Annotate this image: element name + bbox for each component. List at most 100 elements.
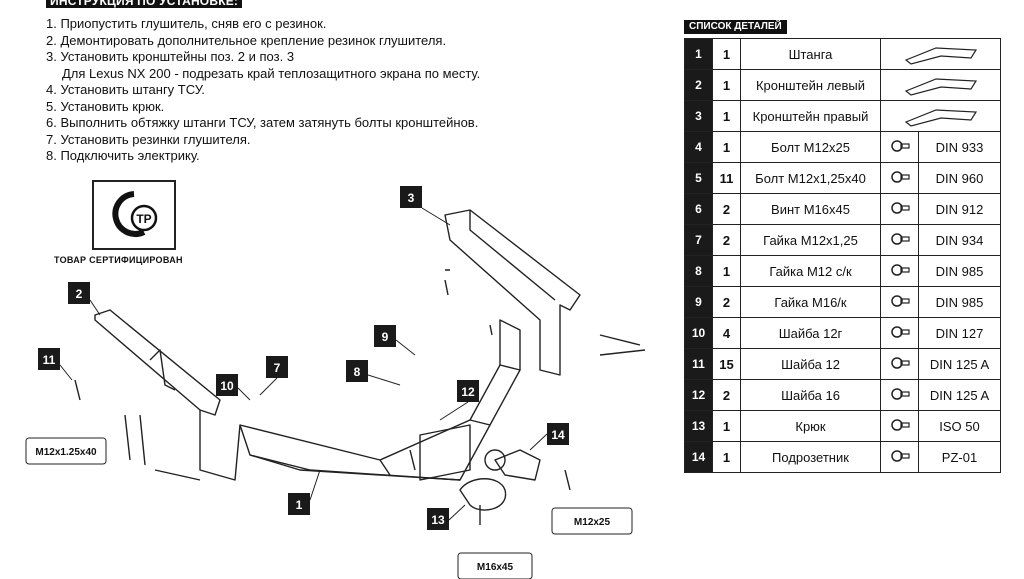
callout-10: 10 bbox=[216, 374, 238, 396]
part-name: Кронштейн левый bbox=[740, 69, 881, 101]
part-standard: DIN 127 bbox=[918, 317, 1001, 349]
part-quantity: 1 bbox=[712, 131, 741, 163]
instruction-step: 3. Установить кронштейны поз. 2 и поз. 3 bbox=[46, 49, 295, 64]
part-standard: DIN 125 A bbox=[918, 348, 1001, 380]
part-number: 12 bbox=[684, 379, 713, 411]
svg-text:13: 13 bbox=[431, 513, 445, 527]
part-quantity: 1 bbox=[712, 410, 741, 442]
part-standard: ISO 50 bbox=[918, 410, 1001, 442]
part-quantity: 1 bbox=[712, 100, 741, 132]
part-name: Подрозетник bbox=[740, 441, 881, 473]
part-quantity: 1 bbox=[712, 69, 741, 101]
callout-12: 12 bbox=[457, 380, 479, 402]
svg-text:2: 2 bbox=[76, 287, 83, 301]
part-name: Крюк bbox=[740, 410, 881, 442]
part-number: 4 bbox=[684, 131, 713, 163]
instruction-step: 6. Выполнить обтяжку штанги ТСУ, затем з… bbox=[46, 115, 479, 130]
instruction-step: 1. Приопустить глушитель, сняв его с рез… bbox=[46, 16, 327, 31]
part-name: Штанга bbox=[740, 38, 881, 70]
svg-text:14: 14 bbox=[551, 428, 565, 442]
svg-text:7: 7 bbox=[274, 361, 281, 375]
part-quantity: 11 bbox=[712, 162, 741, 194]
callout-2: 2 bbox=[68, 282, 90, 304]
svg-text:12: 12 bbox=[461, 385, 475, 399]
part-name: Шайба 12г bbox=[740, 317, 881, 349]
part-icon bbox=[880, 286, 919, 318]
callout-11: 11 bbox=[38, 348, 60, 370]
part-quantity: 15 bbox=[712, 348, 741, 380]
part-standard: PZ-01 bbox=[918, 441, 1001, 473]
part-number: 7 bbox=[684, 224, 713, 256]
left-bracket-part bbox=[94, 309, 221, 416]
part-icon bbox=[880, 410, 919, 442]
part-icon bbox=[880, 224, 919, 256]
right-bracket-part bbox=[444, 209, 581, 376]
bubble-m16x45: M16x45 bbox=[457, 552, 533, 579]
part-name: Гайка М12х1,25 bbox=[740, 224, 881, 256]
part-quantity: 2 bbox=[712, 224, 741, 256]
assembly-diagram: 3 2 11 9 7 8 10 12 14 1 13 M12x1.25x40 M… bbox=[25, 186, 646, 579]
part-number: 6 bbox=[684, 193, 713, 225]
bubble-m12x125x40: M12x1.25x40 bbox=[25, 437, 107, 465]
certification-label: ТОВАР СЕРТИФИЦИРОВАН bbox=[54, 255, 183, 265]
part-illustration bbox=[880, 100, 1001, 132]
parts-list-title: СПИСОК ДЕТАЛЕЙ bbox=[684, 20, 787, 34]
part-icon bbox=[880, 348, 919, 380]
instructions-title: ИНСТРУКЦИЯ ПО УСТАНОВКЕ: bbox=[46, 0, 243, 8]
callout-7: 7 bbox=[266, 356, 288, 378]
part-icon bbox=[880, 441, 919, 473]
part-number: 13 bbox=[684, 410, 713, 442]
part-standard: DIN 125 A bbox=[918, 379, 1001, 411]
instruction-step: 7. Установить резинки глушителя. bbox=[46, 131, 251, 147]
callout-9: 9 bbox=[374, 325, 396, 347]
part-number: 3 bbox=[684, 100, 713, 132]
part-name: Винт М16х45 bbox=[740, 193, 881, 225]
part-number: 9 bbox=[684, 286, 713, 318]
instructions-list: 1. Приопустить глушитель, сняв его с рез… bbox=[46, 16, 646, 165]
part-name: Шайба 12 bbox=[740, 348, 881, 380]
part-icon bbox=[880, 255, 919, 287]
instruction-step: 4. Установить штангу ТСУ. bbox=[46, 82, 205, 97]
callout-14: 14 bbox=[547, 423, 569, 445]
part-quantity: 2 bbox=[712, 286, 741, 318]
svg-text:10: 10 bbox=[220, 379, 234, 393]
tow-hook-part bbox=[459, 478, 507, 511]
part-quantity: 1 bbox=[712, 38, 741, 70]
certification-logo-icon: ТР bbox=[112, 191, 158, 237]
part-name: Шайба 16 bbox=[740, 379, 881, 411]
bubble-m12x25: M12x25 bbox=[551, 507, 633, 535]
callout-8: 8 bbox=[346, 360, 368, 382]
svg-text:M12x1.25x40: M12x1.25x40 bbox=[35, 447, 97, 458]
part-standard: DIN 912 bbox=[918, 193, 1001, 225]
hitch-plate bbox=[419, 424, 471, 481]
part-quantity: 2 bbox=[712, 379, 741, 411]
part-standard: DIN 934 bbox=[918, 224, 1001, 256]
instruction-step: 5. Установить крюк. bbox=[46, 98, 165, 114]
part-number: 14 bbox=[684, 441, 713, 473]
instruction-step: 8. Подключить электрику. bbox=[46, 148, 200, 163]
callout-1: 1 bbox=[288, 493, 310, 515]
socket-holder-part bbox=[494, 449, 541, 481]
part-name: Болт М12х25 bbox=[740, 131, 881, 163]
part-quantity: 2 bbox=[712, 193, 741, 225]
part-standard: DIN 985 bbox=[918, 255, 1001, 287]
callout-3: 3 bbox=[400, 186, 422, 208]
part-standard: DIN 960 bbox=[918, 162, 1001, 194]
instruction-step: Для Lexus NX 200 - подрезать край теплоз… bbox=[62, 65, 481, 81]
part-icon bbox=[880, 131, 919, 163]
part-illustration bbox=[880, 38, 1001, 70]
part-icon bbox=[880, 317, 919, 349]
part-quantity: 1 bbox=[712, 441, 741, 473]
part-standard: DIN 933 bbox=[918, 131, 1001, 163]
